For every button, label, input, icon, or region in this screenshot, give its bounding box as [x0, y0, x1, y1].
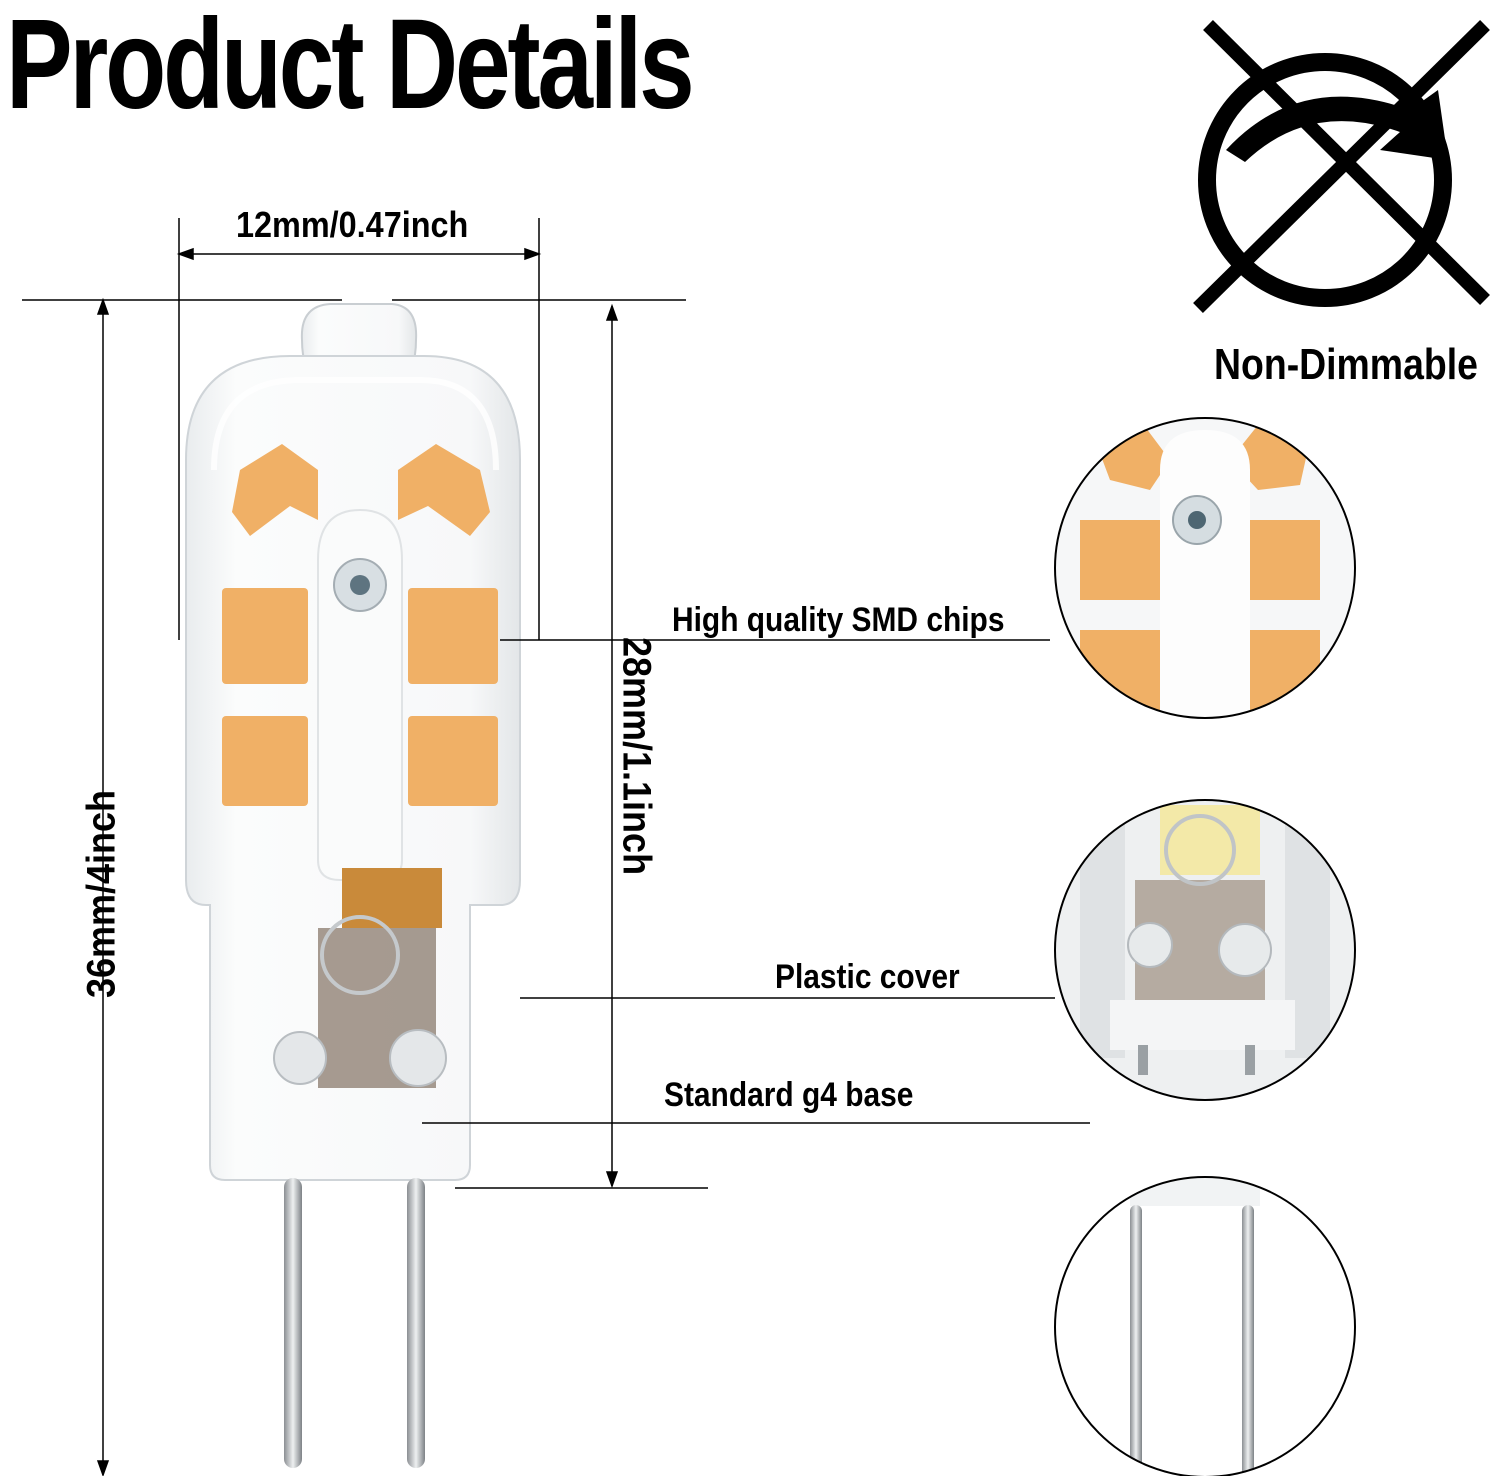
callout-smd-chips-label: High quality SMD chips: [672, 601, 1005, 639]
callout-plastic-cover-label: Plastic cover: [775, 958, 960, 996]
non-dimmable-icon: [1193, 20, 1490, 313]
dimension-lines: [22, 218, 708, 1476]
width-dimension-label: 12mm/0.47inch: [236, 204, 469, 245]
callout-lines: [422, 639, 1090, 1124]
zoom-circle-plastic-cover: [1054, 799, 1356, 1101]
non-dimmable-label: Non-Dimmable: [1214, 340, 1478, 389]
zoom-circle-g4-base: [1054, 1176, 1356, 1476]
zoom-circle-smd-chips: [1054, 417, 1356, 719]
led-chips: [222, 444, 498, 806]
body-height-dimension-label: 28mm/1.1inch: [614, 636, 659, 876]
g4-bulb: [185, 303, 521, 1468]
total-height-dimension-label: 36mm/4inch: [79, 789, 124, 999]
page-title: Product Details: [6, 0, 695, 136]
callout-g4-base-label: Standard g4 base: [664, 1076, 914, 1114]
